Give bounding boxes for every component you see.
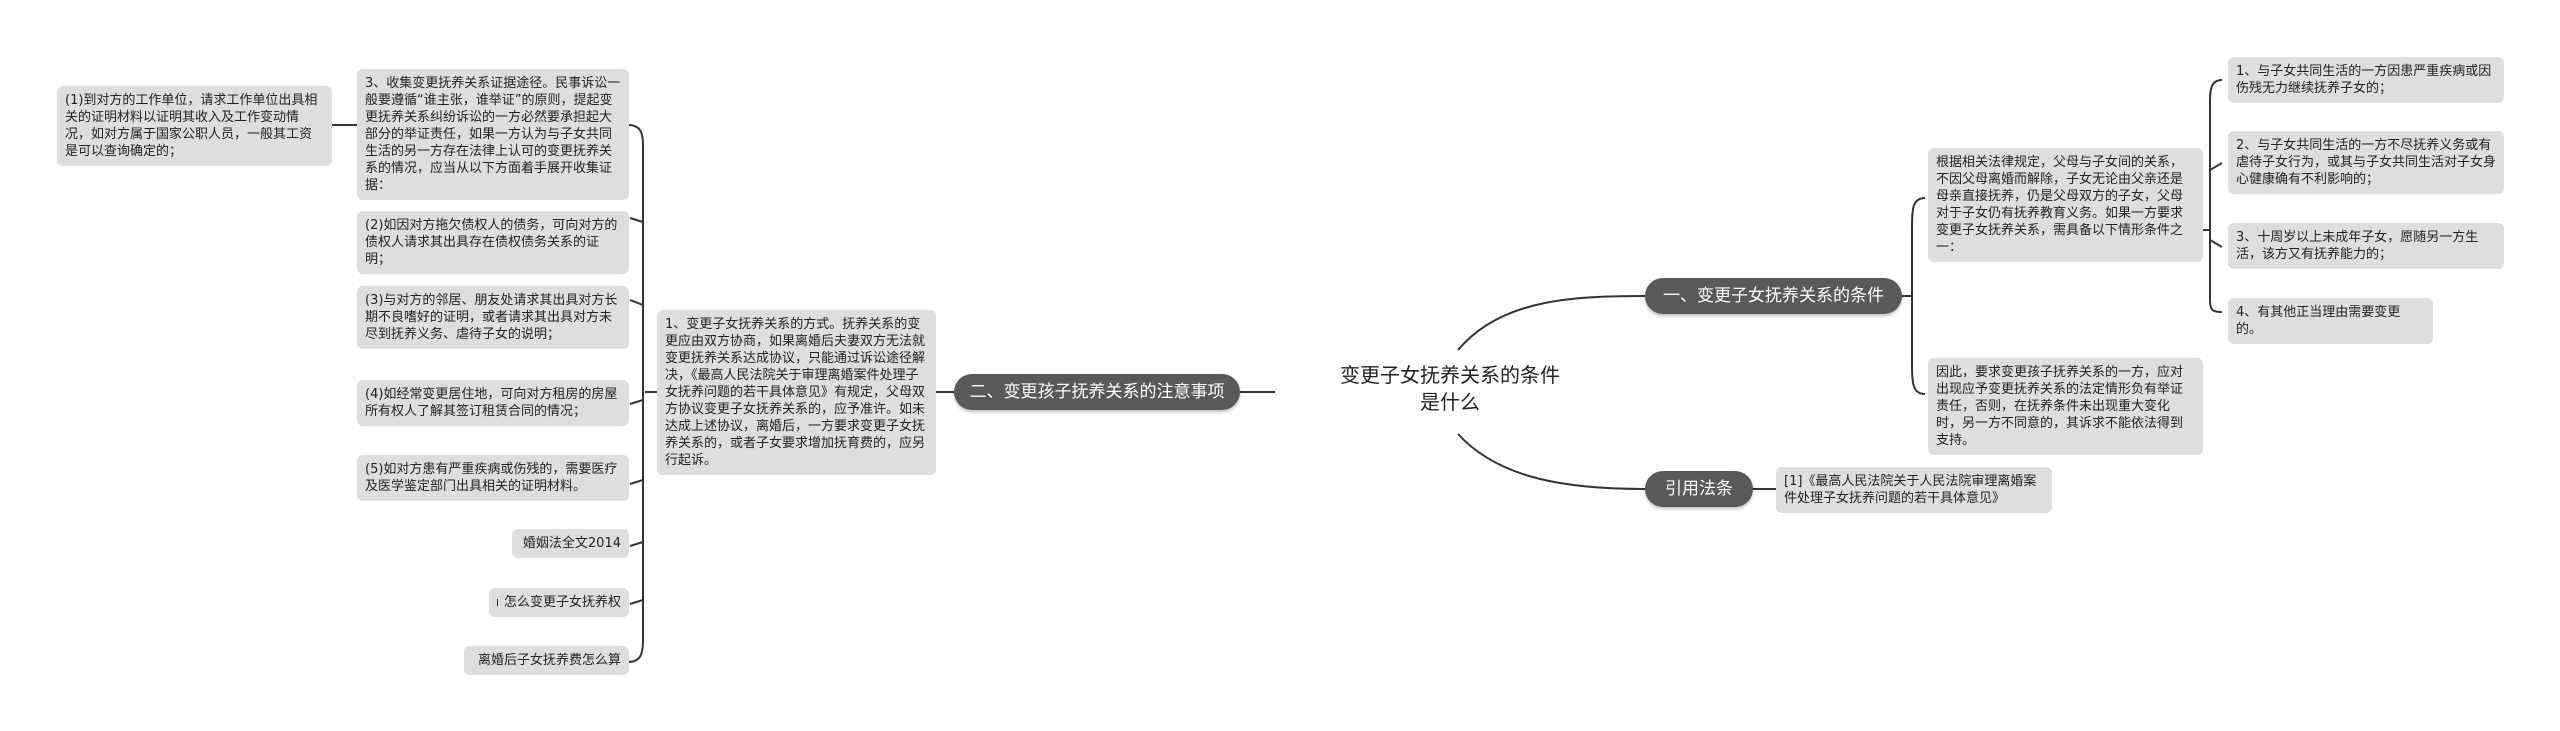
root-title-line1: 变更子女抚养关系的条件: [1340, 363, 1560, 387]
notes-evidence-intro[interactable]: 3、收集变更抚养关系证据途径。民事诉讼一般要遵循“谁主张，谁举证”的原则，提起变…: [357, 69, 629, 200]
citation-item-text: [1]《最高人民法院关于人民法院审理离婚案件处理子女抚养问题的若干具体意见》: [1784, 474, 2037, 506]
notes-method[interactable]: 1、变更子女抚养关系的方式。抚养关系的变更应由双方协商，如果离婚后夫妻双方无法就…: [657, 310, 936, 475]
notes-method-text: 1、变更子女抚养关系的方式。抚养关系的变更应由双方协商，如果离婚后夫妻双方无法就…: [665, 317, 926, 468]
citation-item-1[interactable]: [1]《最高人民法院关于人民法院审理离婚案件处理子女抚养问题的若干具体意见》: [1776, 467, 2052, 513]
root-title-line2: 是什么: [1420, 390, 1480, 414]
conditions-conclusion[interactable]: 因此，要求变更孩子抚养关系的一方，应对出现应予变更抚养关系的法定情形负有举证责任…: [1928, 358, 2203, 455]
condition-item-text: 3、十周岁以上未成年子女，愿随另一方生活，该方又有抚养能力的；: [2236, 230, 2479, 262]
notes-evidence-item-2[interactable]: (2)如因对方拖欠债权人的债务，可向对方的债权人请求其出具存在债权债务关系的证明…: [357, 211, 629, 274]
branch-citation[interactable]: 引用法条: [1645, 471, 1753, 507]
root-topic[interactable]: 变更子女抚养关系的条件 是什么: [1290, 362, 1610, 416]
branch-notes-label: 二、变更孩子抚养关系的注意事项: [969, 382, 1225, 402]
condition-item-3[interactable]: 3、十周岁以上未成年子女，愿随另一方生活，该方又有抚养能力的；: [2228, 223, 2504, 269]
branch-conditions-label: 一、变更子女抚养关系的条件: [1663, 286, 1884, 306]
branch-citation-label: 引用法条: [1665, 479, 1733, 499]
condition-item-1[interactable]: 1、与子女共同生活的一方因患严重疾病或因伤残无力继续抚养子女的；: [2228, 57, 2504, 103]
related-link-text: 婚姻法全文2014: [522, 536, 621, 551]
condition-item-text: 2、与子女共同生活的一方不尽抚养义务或有虐待子女行为，或其与子女共同生活对子女身…: [2236, 138, 2497, 187]
related-link-text: 离婚后子女抚养费怎么算: [477, 653, 621, 668]
related-link-2[interactable]: 怎么变更子女抚养权: [489, 588, 629, 617]
evidence-item-text: (4)如经常变更居住地，可向对方租房的房屋所有权人了解其签订租赁合同的情况；: [365, 387, 618, 419]
evidence-item-text: (2)如因对方拖欠债权人的债务，可向对方的债权人请求其出具存在债权债务关系的证明…: [365, 218, 618, 267]
related-link-3[interactable]: 离婚后子女抚养费怎么算: [464, 646, 629, 675]
condition-item-4[interactable]: 4、有其他正当理由需要变更的。: [2228, 298, 2433, 344]
condition-item-text: 4、有其他正当理由需要变更的。: [2236, 305, 2401, 337]
conditions-conclusion-text: 因此，要求变更孩子抚养关系的一方，应对出现应予变更抚养关系的法定情形负有举证责任…: [1936, 365, 2184, 448]
branch-notes[interactable]: 二、变更孩子抚养关系的注意事项: [954, 374, 1240, 410]
evidence-item-text: (3)与对方的邻居、朋友处请求其出具对方长期不良嗜好的证明，或者请求其出具对方未…: [365, 293, 618, 342]
condition-item-text: 1、与子女共同生活的一方因患严重疾病或因伤残无力继续抚养子女的；: [2236, 64, 2492, 96]
evidence-detail-text: (1)到对方的工作单位，请求工作单位出具相关的证明材料以证明其收入及工作变动情况…: [65, 93, 318, 159]
related-link-1[interactable]: 婚姻法全文2014: [512, 529, 629, 558]
bullet-square-icon: [497, 599, 498, 606]
evidence-item-text: (5)如对方患有严重疾病或伤残的，需要医疗及医学鉴定部门出具相关的证明材料。: [365, 462, 618, 494]
conditions-intro[interactable]: 根据相关法律规定，父母与子女间的关系，不因父母离婚而解除，子女无论由父亲还是母亲…: [1928, 148, 2203, 262]
evidence-intro-text: 3、收集变更抚养关系证据途径。民事诉讼一般要遵循“谁主张，谁举证”的原则，提起变…: [365, 76, 621, 193]
notes-evidence-item-3[interactable]: (3)与对方的邻居、朋友处请求其出具对方长期不良嗜好的证明，或者请求其出具对方未…: [357, 286, 629, 349]
condition-item-2[interactable]: 2、与子女共同生活的一方不尽抚养义务或有虐待子女行为，或其与子女共同生活对子女身…: [2228, 131, 2504, 194]
notes-evidence-item-4[interactable]: (4)如经常变更居住地，可向对方租房的房屋所有权人了解其签订租赁合同的情况；: [357, 380, 629, 426]
conditions-intro-text: 根据相关法律规定，父母与子女间的关系，不因父母离婚而解除，子女无论由父亲还是母亲…: [1936, 155, 2184, 255]
related-link-text: 怎么变更子女抚养权: [503, 595, 621, 610]
branch-conditions[interactable]: 一、变更子女抚养关系的条件: [1645, 278, 1902, 314]
notes-evidence-item-5[interactable]: (5)如对方患有严重疾病或伤残的，需要医疗及医学鉴定部门出具相关的证明材料。: [357, 455, 629, 501]
notes-evidence-detail-1[interactable]: (1)到对方的工作单位，请求工作单位出具相关的证明材料以证明其收入及工作变动情况…: [57, 86, 332, 166]
